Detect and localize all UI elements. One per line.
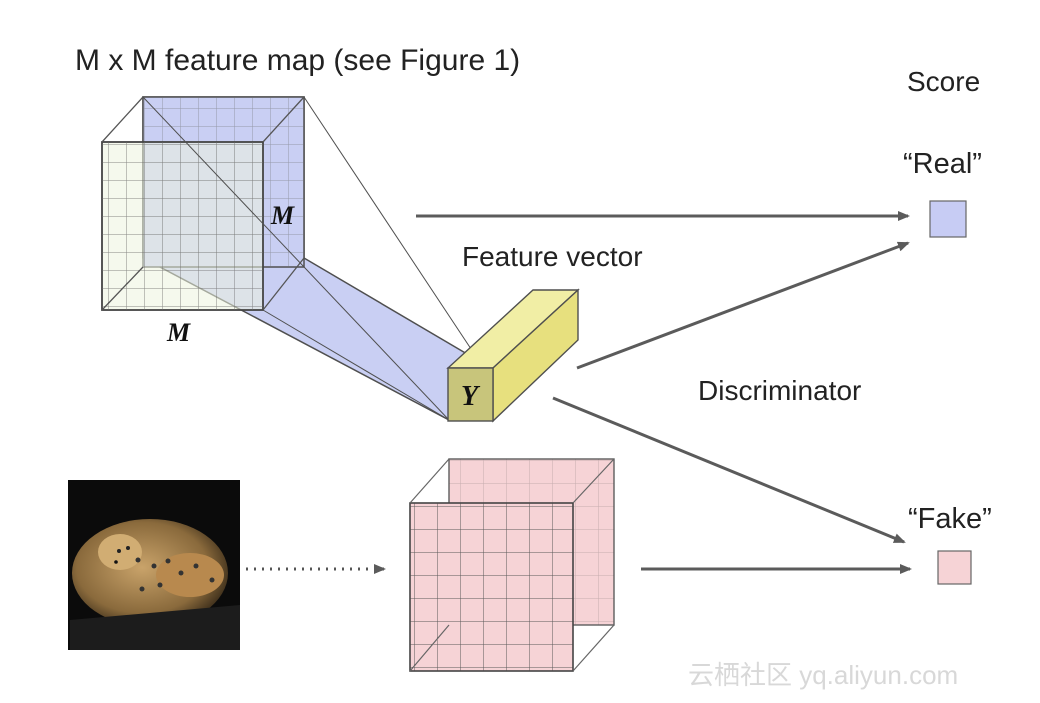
feature-vector-front — [447, 367, 494, 422]
cone-line-2 — [303, 96, 480, 362]
real-score-box — [929, 200, 967, 238]
feature-map-dimension-right: M — [271, 201, 295, 230]
real-label: “Real” — [903, 148, 982, 180]
score-label: Score — [907, 66, 981, 97]
feature-map-edge-bl — [101, 266, 144, 311]
feature-map-dimension-bottom: M — [167, 318, 191, 347]
discriminator-label: Discriminator — [698, 375, 862, 406]
fake-cube-edge-tr — [572, 458, 615, 504]
feature-map-edge-tr — [262, 96, 305, 143]
feature-vector-to-fake-arrow — [552, 396, 906, 544]
cone-line-1 — [142, 96, 450, 421]
feature-map-edge-tl — [101, 96, 144, 143]
feature-vector-symbol: Y — [461, 381, 479, 412]
fake-feature-front-grid — [410, 503, 573, 671]
fake-score-box — [937, 550, 972, 585]
feature-vector-label: Feature vector — [462, 241, 643, 272]
cone-line-3 — [262, 309, 450, 421]
fake-cube-edge-bl — [409, 624, 450, 672]
fake-label: “Fake” — [908, 503, 992, 535]
feature-map-edge-br — [262, 257, 305, 311]
fake-cube-edge-tl — [409, 458, 450, 504]
feature-vector-to-real-arrow — [576, 241, 910, 370]
watermark-text: 云栖社区 yq.aliyun.com — [688, 660, 959, 690]
feature-map-title: M x M feature map (see Figure 1) — [75, 44, 521, 77]
fake-cube-edge-br — [572, 624, 615, 672]
leopard-photo-icon — [68, 480, 240, 650]
